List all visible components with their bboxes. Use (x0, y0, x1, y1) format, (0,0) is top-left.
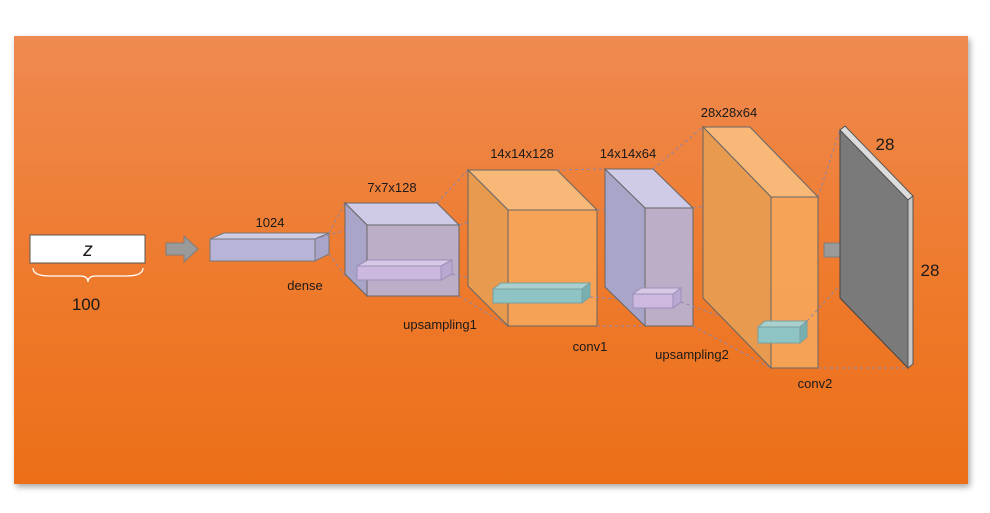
upsampling1-layer: 7x7x128 upsampling1 (343, 180, 477, 332)
upsampling2-name-label: upsampling2 (655, 347, 729, 362)
conv1-kernel (492, 288, 583, 304)
upsampling2-shape-label: 14x14x64 (600, 146, 656, 161)
dense-layer: 1024 dense (209, 215, 330, 293)
conv2-name-label: conv2 (798, 376, 833, 391)
dense-block (209, 238, 316, 262)
input-vector-box (29, 234, 146, 264)
input-symbol: z (82, 240, 93, 261)
input-vector: z 100 (29, 234, 146, 314)
dense-name-label: dense (287, 278, 322, 293)
output-image: 28 28 (839, 125, 940, 370)
conv2-shape-label: 28x28x64 (701, 105, 757, 120)
upsampling1-name-label: upsampling1 (403, 317, 477, 332)
upsampling1-kernel (356, 265, 442, 281)
conv2-kernel (757, 326, 801, 344)
input-arrow-icon (165, 234, 199, 264)
output-height-label: 28 (876, 135, 895, 154)
upsampling2-kernel (632, 293, 674, 309)
output-width-label: 28 (921, 261, 940, 280)
conv1-block (507, 209, 598, 327)
input-brace (32, 267, 144, 283)
upsampling1-shape-label: 7x7x128 (367, 180, 416, 195)
upsampling2-layer: 14x14x64 upsampling2 (600, 146, 729, 362)
connector-dense-up1 (314, 202, 369, 277)
input-size-label: 100 (72, 295, 100, 314)
conv1-layer: 14x14x128 conv1 (466, 146, 608, 354)
conv1-shape-label: 14x14x128 (490, 146, 554, 161)
dense-shape-label: 1024 (256, 215, 285, 230)
conv1-name-label: conv1 (573, 339, 608, 354)
